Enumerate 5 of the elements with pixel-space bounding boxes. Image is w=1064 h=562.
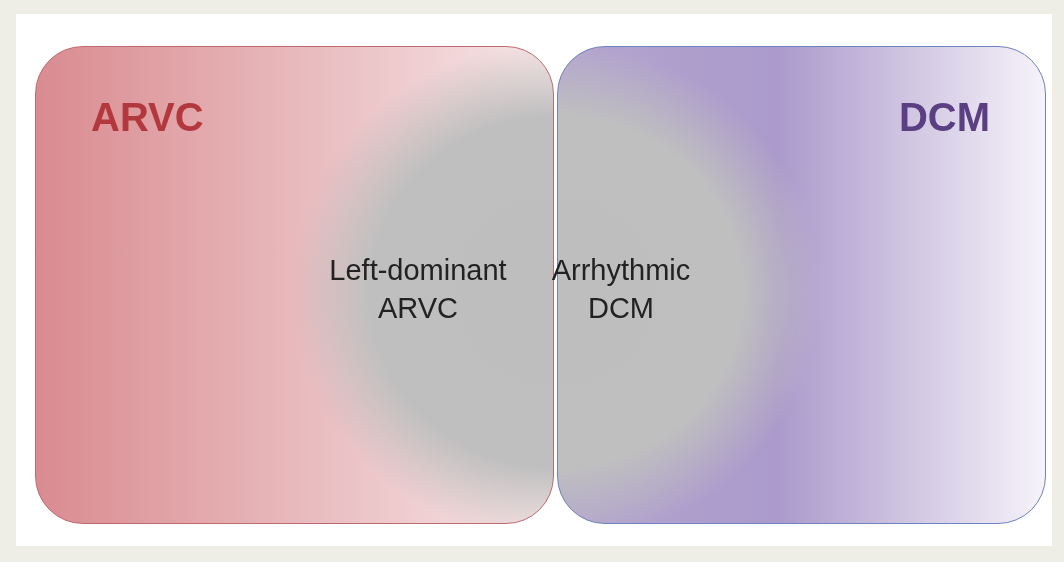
overlap-label: Arrhythmic DCM <box>550 253 692 326</box>
overlap-label: Left-dominant ARVC <box>328 253 508 326</box>
box-heading: DCM <box>898 95 990 140</box>
disease-box <box>35 46 554 524</box>
box-heading: ARVC <box>91 95 204 140</box>
